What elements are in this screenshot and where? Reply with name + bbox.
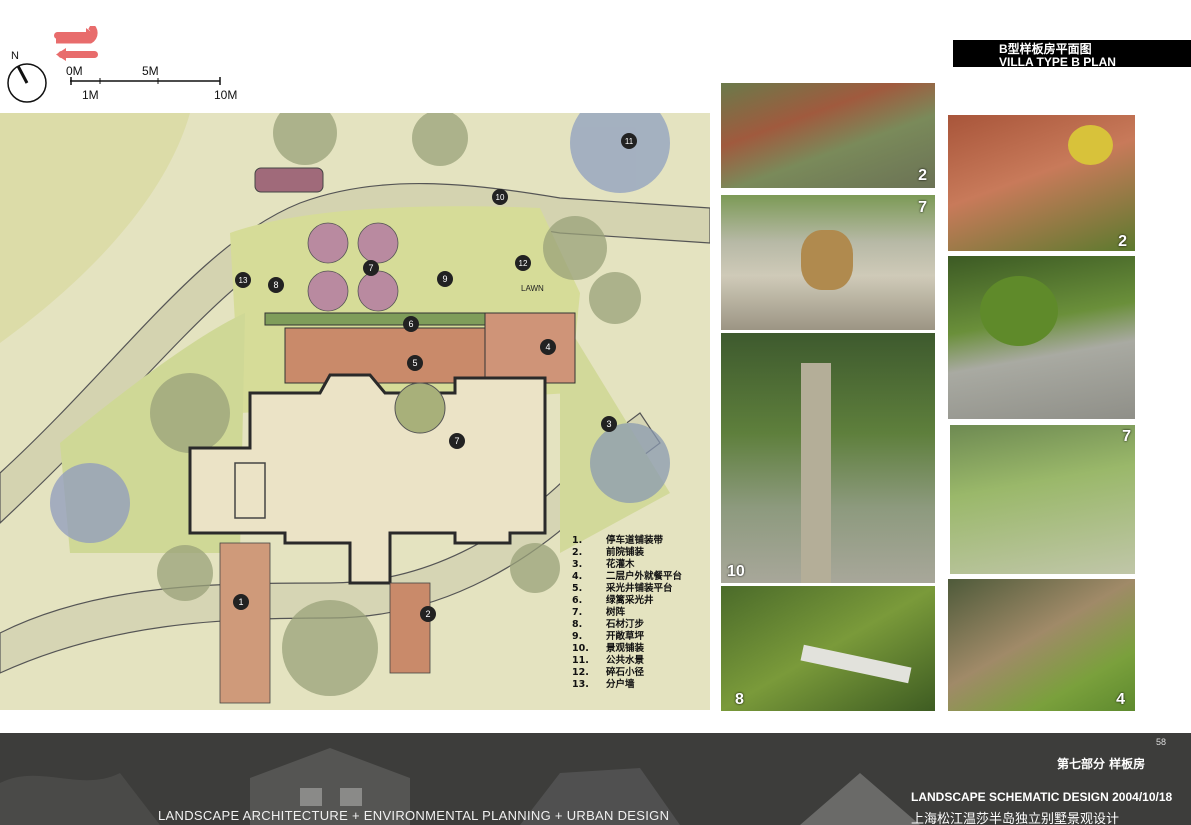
photo-topiary-gravel <box>948 256 1135 419</box>
north-label: N <box>11 50 19 62</box>
photo-urn-fountain: 7 <box>721 195 935 330</box>
legend-number: 2. <box>572 547 583 558</box>
legend-text: 开敞草坪 <box>606 631 645 642</box>
marker-label: 9 <box>442 274 447 284</box>
marker-label: 13 <box>239 276 248 285</box>
site-plan: 1 2 3 4 5 6 7 7 8 9 10 11 12 13 LAWN <box>0 113 710 710</box>
project-title: 上海松江温莎半岛独立别墅景观设计 <box>911 812 1120 825</box>
photo-stone-wall: 10 <box>721 333 935 583</box>
lawn-label: LAWN <box>521 284 544 293</box>
section-title: 第七部分 样板房 <box>1057 757 1146 771</box>
photo-label: 7 <box>1122 428 1131 445</box>
photo-stepping-stones: 8 <box>721 586 935 711</box>
marker-label: 8 <box>273 280 278 290</box>
marker-label: 7 <box>454 436 459 446</box>
scale-line <box>70 77 221 85</box>
legend-row: 6. 绿篱采光井 <box>572 595 712 607</box>
photo-brick-steps: 2 <box>948 115 1135 251</box>
compass-icon <box>7 63 47 103</box>
marker-label: 6 <box>408 319 413 329</box>
title-en: VILLA TYPE B PLAN <box>999 55 1116 67</box>
scale-label-1m: 1M <box>82 88 99 102</box>
legend-text: 公共水景 <box>606 655 645 666</box>
marker-label: 11 <box>625 137 634 146</box>
legend-number: 6. <box>572 595 583 606</box>
footer-banner: 58 第七部分 样板房 LANDSCAPE SCHEMATIC DESIGN 2… <box>0 733 1191 825</box>
legend-row: 3. 花灌木 <box>572 559 712 571</box>
photo-dining-terrace: 4 <box>948 579 1135 711</box>
legend-row: 1. 停车道铺装带 <box>572 535 712 547</box>
photo-label: 2 <box>1118 233 1127 250</box>
scale-label-0m: 0M <box>66 64 83 78</box>
photo-brick-seating: 2 <box>721 83 935 188</box>
plan-markers <box>233 133 637 622</box>
legend-row: 7. 树阵 <box>572 607 712 619</box>
legend-number: 3. <box>572 559 583 570</box>
legend-text: 前院铺装 <box>606 547 645 558</box>
legend-row: 12. 碎石小径 <box>572 667 712 679</box>
legend-number: 7. <box>572 607 583 618</box>
legend-number: 4. <box>572 571 583 582</box>
marker-label: 3 <box>606 419 611 429</box>
marker-label: 2 <box>425 609 430 619</box>
legend-text: 碎石小径 <box>606 667 645 678</box>
footer-house-silhouette <box>0 733 1191 825</box>
legend-row: 13. 分户墙 <box>572 679 712 691</box>
legend-number: 8. <box>572 619 583 630</box>
legend-number: 1. <box>572 535 583 546</box>
north-arrow: N <box>6 50 48 104</box>
car-icon <box>254 167 324 193</box>
site-plan-drawing: 1 2 3 4 5 6 7 7 8 9 10 11 12 13 LAWN <box>0 113 710 710</box>
scale-bar: 0M 5M 1M 10M <box>60 62 250 104</box>
scale-label-10m: 10M <box>214 88 238 102</box>
marker-label: 1 <box>238 597 243 607</box>
photo-label: 2 <box>918 167 927 184</box>
legend-number: 13. <box>572 679 589 690</box>
legend-number: 9. <box>572 631 583 642</box>
footer-tagline: LANDSCAPE ARCHITECTURE + ENVIRONMENTAL P… <box>158 808 670 823</box>
photo-tree-grid: 7 <box>950 425 1135 574</box>
brand-logo-icon <box>54 26 98 61</box>
page-title-box: B型样板房平面图 VILLA TYPE B PLAN <box>953 40 1191 67</box>
marker-label: 12 <box>519 259 528 268</box>
legend-row: 11. 公共水景 <box>572 655 712 667</box>
photo-label: 10 <box>727 563 745 580</box>
legend-text: 景观铺装 <box>606 643 645 654</box>
page-number: 58 <box>1156 737 1167 747</box>
photo-label: 8 <box>735 691 744 708</box>
legend-number: 10. <box>572 643 589 654</box>
photo-label: 7 <box>918 199 927 216</box>
marker-label: 10 <box>496 193 505 202</box>
legend-text: 二层户外就餐平台 <box>606 571 683 582</box>
legend-row: 2. 前院铺装 <box>572 547 712 559</box>
legend-text: 石材汀步 <box>606 619 645 630</box>
legend-row: 5. 采光井铺装平台 <box>572 583 712 595</box>
legend-text: 树阵 <box>606 607 626 618</box>
title-cn: B型样板房平面图 <box>999 42 1092 56</box>
legend-text: 停车道铺装带 <box>606 535 664 546</box>
legend-number: 11. <box>572 655 589 666</box>
legend-number: 12. <box>572 667 589 678</box>
legend-row: 10. 景观铺装 <box>572 643 712 655</box>
legend-text: 花灌木 <box>606 559 635 570</box>
scale-label-5m: 5M <box>142 64 159 78</box>
schematic-date: LANDSCAPE SCHEMATIC DESIGN 2004/10/18 <box>911 790 1173 804</box>
marker-label: 4 <box>545 342 550 352</box>
legend-row: 9. 开敞草坪 <box>572 631 712 643</box>
marker-label: 5 <box>412 358 417 368</box>
photo-label: 4 <box>1116 691 1125 708</box>
legend-text: 采光井铺装平台 <box>606 583 673 594</box>
legend-number: 5. <box>572 583 583 594</box>
legend-text: 绿篱采光井 <box>606 595 654 606</box>
legend-text: 分户墙 <box>606 679 635 690</box>
marker-label: 7 <box>368 263 373 273</box>
legend-row: 8. 石材汀步 <box>572 619 712 631</box>
legend-row: 4. 二层户外就餐平台 <box>572 571 712 583</box>
